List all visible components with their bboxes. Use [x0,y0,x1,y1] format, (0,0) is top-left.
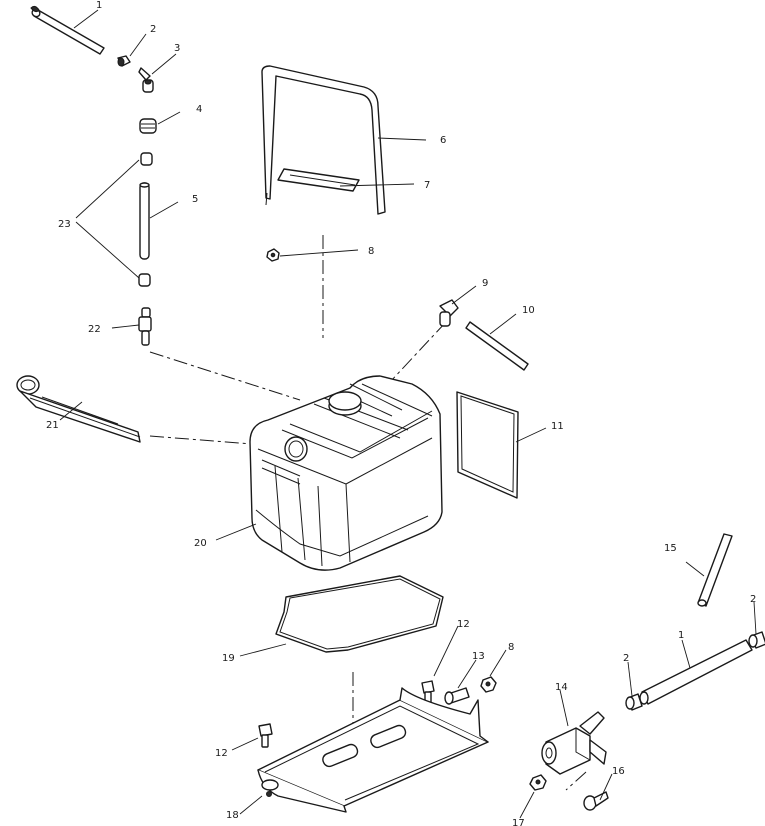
callout-2-top: 2 [150,24,156,35]
callout-1-top: 1 [96,0,102,11]
part-long-rod-15 [697,533,733,607]
part-tank-hoop [261,65,386,215]
callout-16: 16 [612,766,625,777]
part-fuel-sender [16,375,141,443]
part-bolt-lower [258,723,273,748]
callout-10: 10 [522,305,535,316]
part-skid-plate [257,687,489,813]
part-screw-16 [583,791,609,811]
callout-15: 15 [664,543,677,554]
callout-2-left: 2 [623,653,629,664]
part-vent-hose [139,182,150,260]
part-bolt-13 [444,687,470,705]
callout-6: 6 [440,135,446,146]
part-end-cap-top [117,55,131,67]
callout-14: 14 [555,682,568,693]
callout-21: 21 [46,420,59,431]
center-lines [149,235,587,791]
callout-5: 5 [192,194,198,205]
callout-3: 3 [174,43,180,54]
part-nut-lower [480,676,497,693]
callout-8-lower: 8 [508,642,514,653]
callout-18: 18 [226,810,239,821]
part-fuel-tank [249,375,443,571]
part-nut-17 [529,774,547,791]
callout-12-lower: 12 [215,748,228,759]
part-strap-pad [277,168,360,192]
part-nut-upper [266,248,280,262]
callout-23: 23 [58,219,71,230]
part-rod-top [30,5,105,55]
part-grommet [139,118,157,134]
part-rod-right [639,639,753,705]
callout-8-top: 8 [368,246,374,257]
callout-7: 7 [424,180,430,191]
part-tank-vent-valve [439,299,459,327]
part-hose-clamps [138,152,153,287]
leader-lines [59,9,757,819]
part-vent-fitting-lower [138,307,152,346]
callout-9: 9 [482,278,488,289]
callout-numbers: 1 2 3 4 5 6 7 8 9 10 11 12 13 8 14 15 2 … [46,0,756,826]
part-end-cap-right [748,631,765,649]
callout-20: 20 [194,538,207,549]
callout-17: 17 [512,818,525,826]
callout-11: 11 [551,421,564,432]
callout-4: 4 [196,104,202,115]
callout-19: 19 [222,653,235,664]
part-fuel-pump [541,711,607,775]
part-end-cap-left [625,693,643,711]
callout-13: 13 [472,651,485,662]
callout-1-right: 1 [678,630,684,641]
callout-22: 22 [88,324,101,335]
part-short-rod [465,321,529,371]
part-vent-fitting [138,67,154,93]
callout-12-upper: 12 [457,619,470,630]
part-tank-mat [275,575,444,653]
part-foam-pad [456,391,519,499]
callout-2-right: 2 [750,594,756,605]
